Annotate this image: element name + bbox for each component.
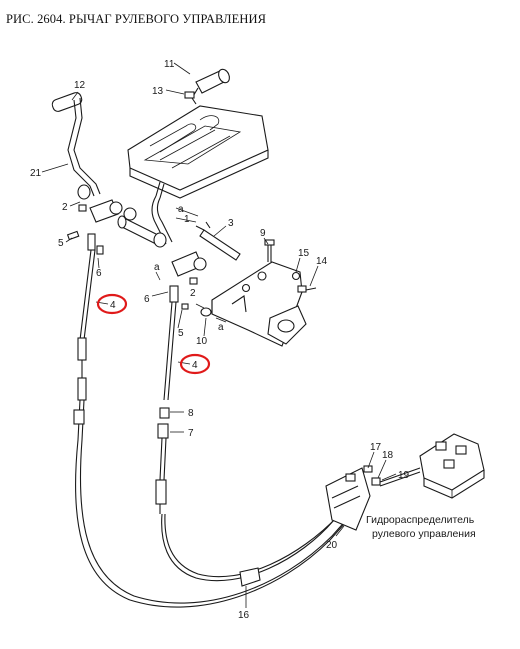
callout-6-left: 6 (96, 268, 102, 279)
steering-valve (419, 433, 485, 499)
highlight-oval-right (179, 353, 211, 375)
callout-20: 20 (326, 540, 338, 551)
callout-21: 21 (30, 168, 42, 179)
callout-16: 16 (238, 610, 250, 621)
callout-5-right: 5 (178, 328, 184, 339)
callout-4-left: 4 (110, 300, 116, 311)
callout-a-upper: a (178, 204, 184, 215)
valve-label-line1: Гидрораспределитель (366, 514, 475, 526)
callout-a-bracket: a (218, 322, 224, 333)
callout-4-right: 4 (192, 360, 198, 371)
highlight-markers (96, 293, 211, 375)
callout-3: 3 (228, 218, 234, 229)
highlight-oval-left (96, 293, 128, 315)
callout-6-right: 6 (144, 294, 150, 305)
callout-11: 11 (164, 59, 175, 70)
callout-5-left: 5 (58, 238, 64, 249)
callout-18: 18 (382, 450, 394, 461)
valve-bracket-20 (325, 465, 421, 531)
callout-2-left: 2 (62, 202, 68, 213)
callout-14: 14 (316, 256, 328, 267)
pivot-shafts (77, 184, 241, 285)
callout-19: 19 (398, 470, 410, 481)
callout-13: 13 (152, 86, 164, 97)
callout-8: 8 (188, 408, 194, 419)
callout-1: 1 (184, 214, 190, 225)
left-cable-rod (73, 249, 96, 441)
callout-labels: 11 13 12 21 2 a 1 3 9 15 14 5 6 a 6 2 5 … (30, 59, 410, 621)
valve-label: Гидрораспределитель рулевого управления (366, 514, 476, 540)
callout-17: 17 (370, 442, 382, 453)
pins (66, 230, 189, 310)
callout-12: 12 (74, 80, 86, 91)
control-cables (75, 439, 349, 608)
callout-15: 15 (298, 248, 310, 259)
callout-9: 9 (260, 228, 266, 239)
bracket (200, 239, 317, 347)
callout-10: 10 (196, 336, 208, 347)
figure-title: РИС. 2604. РЫЧАГ РУЛЕВОГО УПРАВЛЕНИЯ (6, 12, 267, 26)
valve-label-line2: рулевого управления (372, 528, 476, 540)
callout-a-mid: a (154, 262, 160, 273)
lever-12-assembly (51, 92, 101, 197)
lever-11-assembly (127, 68, 269, 245)
callout-7: 7 (188, 428, 194, 439)
callout-2-right: 2 (190, 288, 196, 299)
right-cable-rod (155, 301, 177, 514)
